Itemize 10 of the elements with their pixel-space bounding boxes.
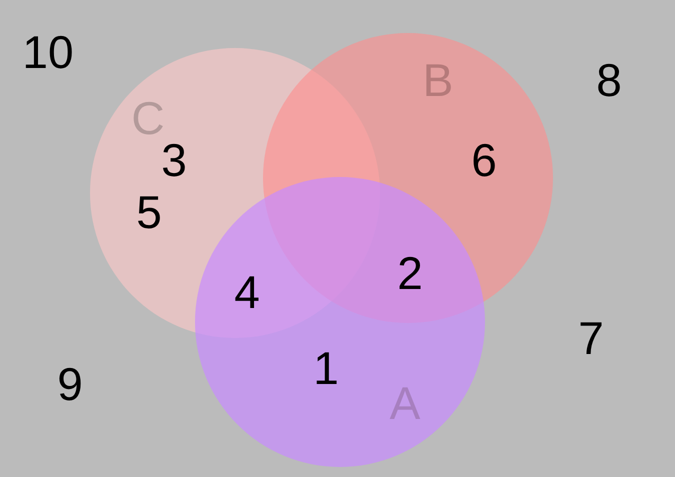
element-number: 3 <box>161 137 187 183</box>
element-number: 6 <box>471 137 497 183</box>
element-number: 4 <box>234 269 260 315</box>
element-number: 5 <box>136 189 162 235</box>
element-number: 10 <box>22 29 74 75</box>
element-number: 2 <box>397 250 423 296</box>
element-number: 9 <box>57 361 83 407</box>
element-number: 7 <box>578 315 604 361</box>
element-number: 8 <box>596 57 622 103</box>
element-number: 1 <box>313 345 339 391</box>
